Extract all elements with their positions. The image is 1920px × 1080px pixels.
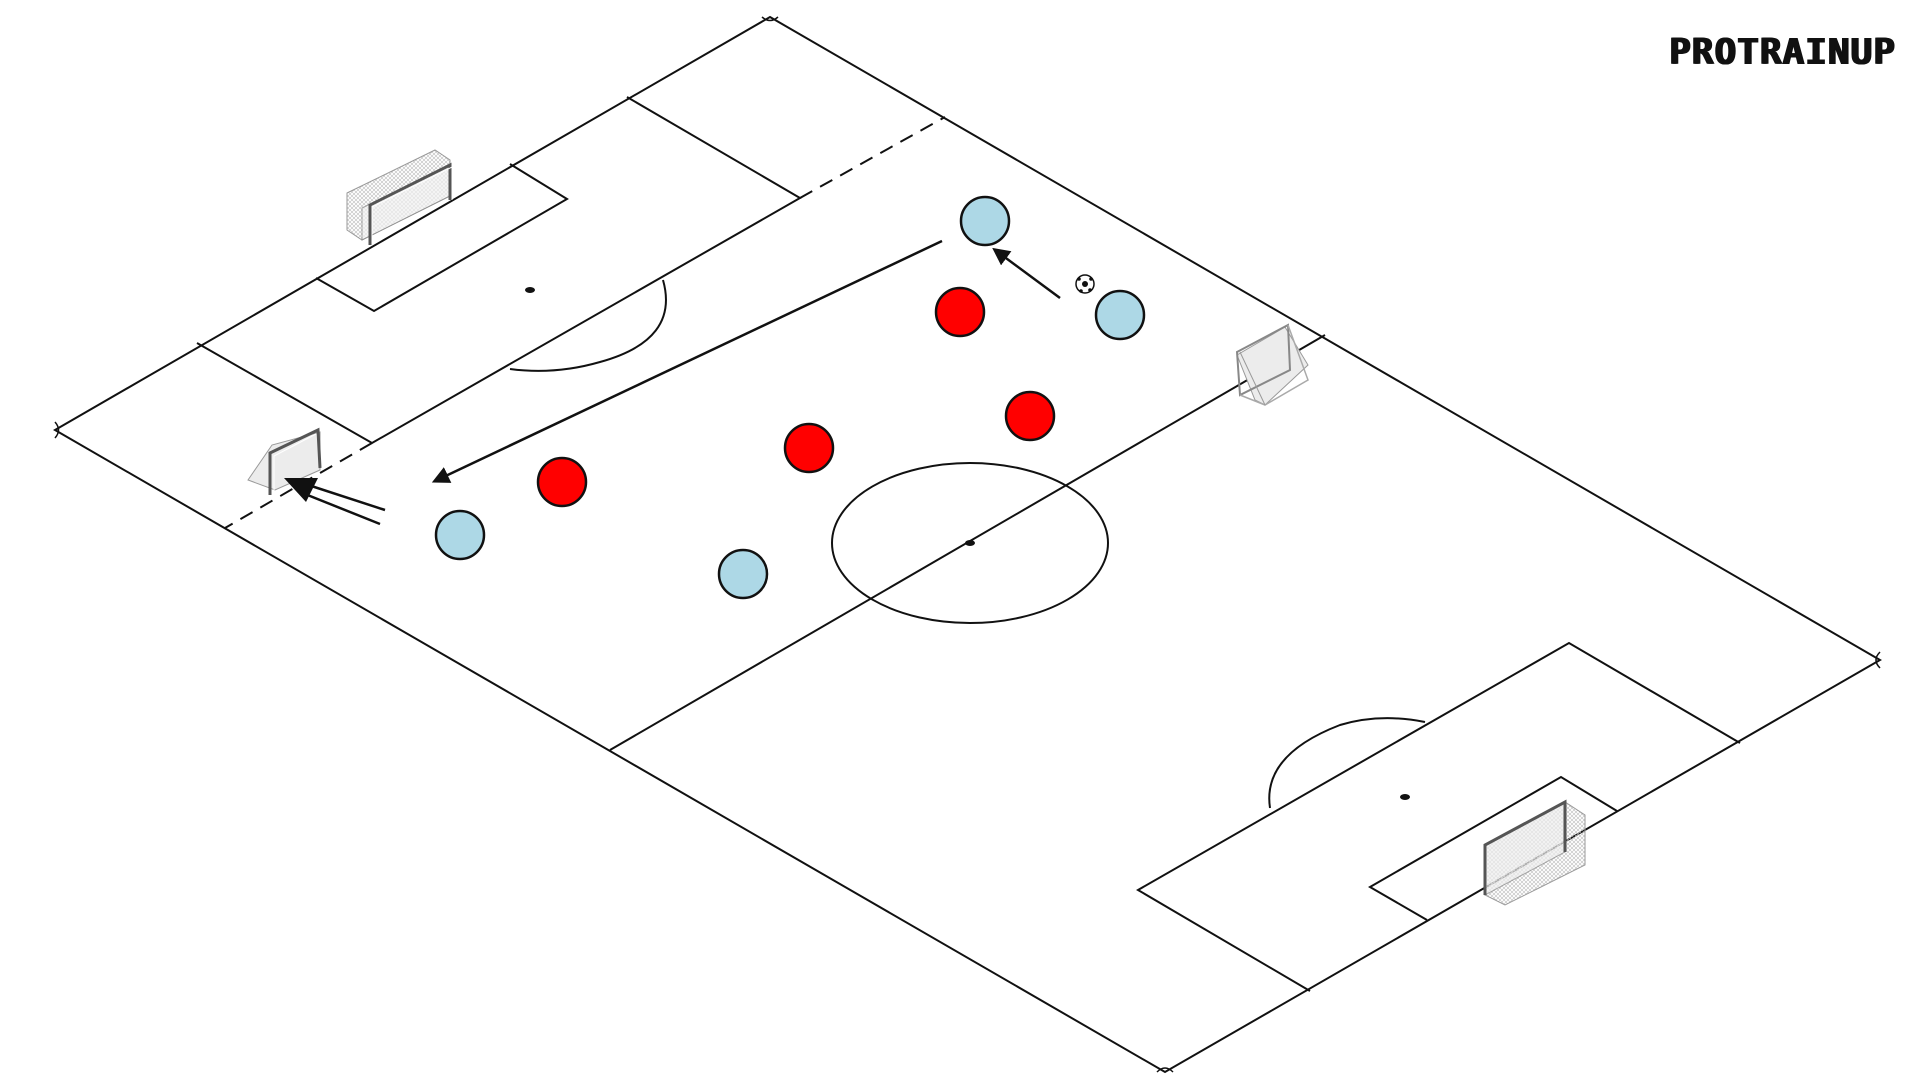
zone-line-dashed-top xyxy=(799,116,946,199)
ball-icon xyxy=(1075,274,1095,294)
mini-goal-icon xyxy=(1235,323,1309,406)
player-blue xyxy=(959,195,1011,247)
goal-area-bottom xyxy=(1368,775,1618,921)
centre-circle xyxy=(831,462,1109,624)
arrow-pass-icon xyxy=(992,247,1061,300)
goal-icon xyxy=(346,149,453,245)
player-blue xyxy=(717,548,769,600)
player-blue xyxy=(434,509,486,561)
corner-arc-top xyxy=(761,16,779,22)
zone-line-dashed-left xyxy=(224,442,373,529)
player-red xyxy=(536,456,588,508)
player-red xyxy=(934,286,986,338)
penalty-area-bottom xyxy=(1136,641,1741,992)
player-red xyxy=(783,422,835,474)
goal-icon xyxy=(1483,799,1586,906)
centre-spot xyxy=(965,540,975,546)
arrow-run-icon xyxy=(284,478,386,526)
corner-arc-right xyxy=(1875,651,1881,669)
corner-arc-left xyxy=(54,421,60,439)
goal-area-top xyxy=(315,163,569,313)
penalty-area-top xyxy=(196,96,802,445)
player-blue xyxy=(1094,289,1146,341)
brand-logo: PROTRAINUP xyxy=(1669,32,1896,73)
arrow-pass-icon xyxy=(431,239,943,483)
penalty-spot-bottom xyxy=(1400,794,1410,800)
penalty-arc-bottom xyxy=(1268,717,1426,809)
player-red xyxy=(1004,390,1056,442)
corner-arc-bottom xyxy=(1156,1067,1174,1073)
penalty-arc-top xyxy=(509,279,667,372)
mini-goal-icon xyxy=(247,427,322,495)
penalty-spot-top xyxy=(525,287,535,293)
